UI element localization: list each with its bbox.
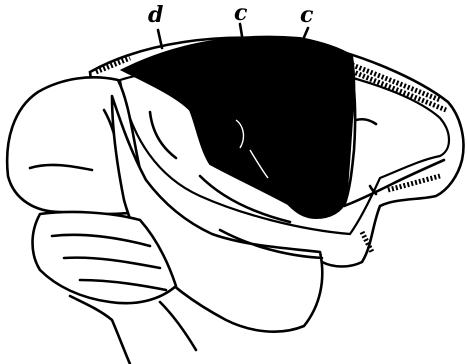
brain-stem	[70, 296, 196, 364]
label-d: d	[148, 2, 163, 28]
label-c-left: c	[234, 0, 248, 26]
label-c-right: c	[300, 2, 314, 28]
